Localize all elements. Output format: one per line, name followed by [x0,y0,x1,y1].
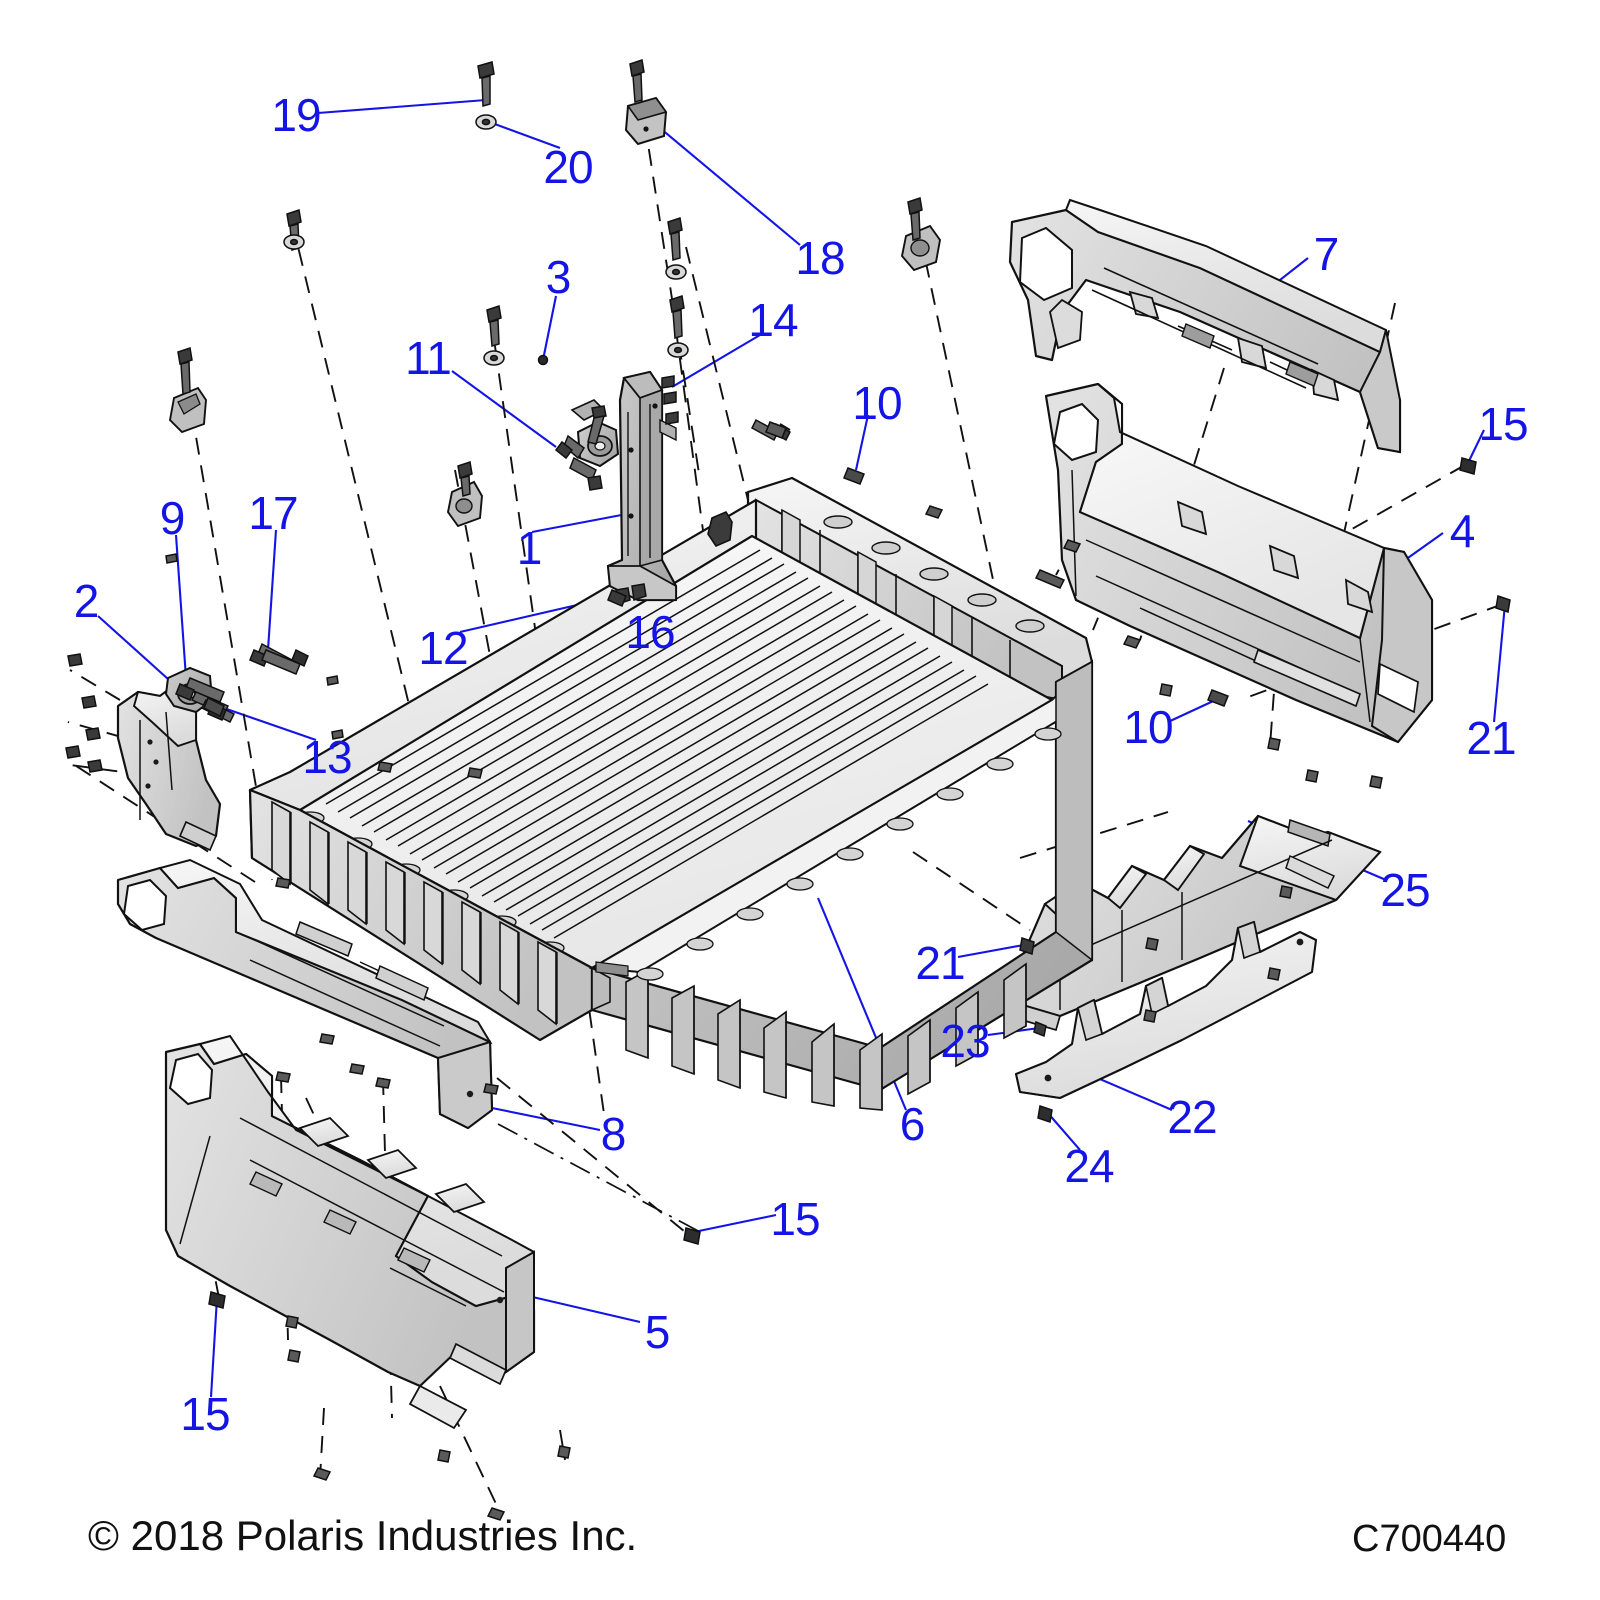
fastener-23 [1033,1020,1047,1038]
part-16-clip-nut-center [707,510,733,547]
callout-11[interactable]: 11 [405,332,452,384]
part-9-pivot-clip-upper [168,386,207,434]
back-rim-bosses [823,515,1045,633]
floor-ribs [325,549,989,939]
callout-19[interactable]: 19 [271,89,321,141]
callout-21-lower[interactable]: 21 [915,937,965,989]
fastener-left-clip-screw [177,347,193,395]
fastener-19 [477,61,495,107]
callout-15-center[interactable]: 15 [770,1193,820,1245]
callout-13[interactable]: 13 [302,731,352,783]
callout-21-right[interactable]: 21 [1466,712,1516,764]
part-11-latch-bracket-center [570,399,620,468]
fastener-14-a [665,217,687,280]
fastener-10-rivets [843,467,1229,707]
far-right-wall [1055,660,1093,962]
part-5-left-outer-panel [164,1034,536,1430]
fastener-screw-above-18 [629,59,645,103]
fastener-15-nuts [208,457,1477,1309]
fastener-16-screw [457,461,473,497]
callout-5[interactable]: 5 [644,1306,671,1358]
part-16-clip-nut-upper [446,480,483,528]
callout-1[interactable]: 1 [516,522,543,574]
part-4-right-inner-panel [1044,382,1434,744]
callout-6[interactable]: 6 [899,1098,926,1150]
callout-4[interactable]: 4 [1449,505,1476,557]
callout-24[interactable]: 24 [1064,1140,1114,1192]
fastener-3 [483,305,549,366]
callout-3[interactable]: 3 [545,251,572,303]
part-6-cargo-box [248,476,1094,1111]
callout-9[interactable]: 9 [159,492,186,544]
fastener-right-clip-screw [907,197,923,241]
fasteners [65,59,1511,1521]
callout-15-right[interactable]: 15 [1478,398,1528,450]
callout-8[interactable]: 8 [600,1108,627,1160]
fastener-12 [607,589,627,607]
callout-25[interactable]: 25 [1380,864,1430,916]
callout-10-upper[interactable]: 10 [852,377,902,429]
callout-14[interactable]: 14 [748,294,798,346]
fastener-13 [203,696,225,718]
callout-12[interactable]: 12 [418,622,468,674]
fastener-scattered-small [165,421,1383,1521]
part-22-wire-retainer-strap [1014,920,1318,1100]
callout-22[interactable]: 22 [1167,1091,1217,1143]
left-wall-corrugations [271,800,557,1026]
callout-15-left[interactable]: 15 [180,1388,230,1440]
fastener-14-b [667,295,689,358]
fastener-21-rivets [1019,595,1511,955]
drawing-number: C700440 [1352,1518,1507,1560]
callout-2[interactable]: 2 [73,575,100,627]
part-8-left-inner-panel [116,858,494,1130]
fastener-17 [261,648,309,675]
right-rim-bosses [636,727,1062,981]
part-1-center-support-bracket [606,370,678,602]
callout-17[interactable]: 17 [248,487,298,539]
callout-16[interactable]: 16 [625,606,675,658]
callout-23[interactable]: 23 [940,1015,990,1067]
copyright-notice: © 2018 Polaris Industries Inc. [88,1512,638,1559]
fastener-24 [1037,1105,1053,1123]
fastener-bracket-bolts [554,375,791,605]
fastener-20 [475,114,497,130]
callout-7[interactable]: 7 [1313,228,1340,280]
part-9-pivot-clip-right [900,224,942,272]
part-18-mount-bracket [624,96,668,146]
part-7-right-outer-panel [1008,198,1402,454]
callout-18[interactable]: 18 [795,232,845,284]
fastener-upper-left [283,209,305,251]
callout-20[interactable]: 20 [543,141,593,193]
callout-10-lower[interactable]: 10 [1123,701,1173,753]
